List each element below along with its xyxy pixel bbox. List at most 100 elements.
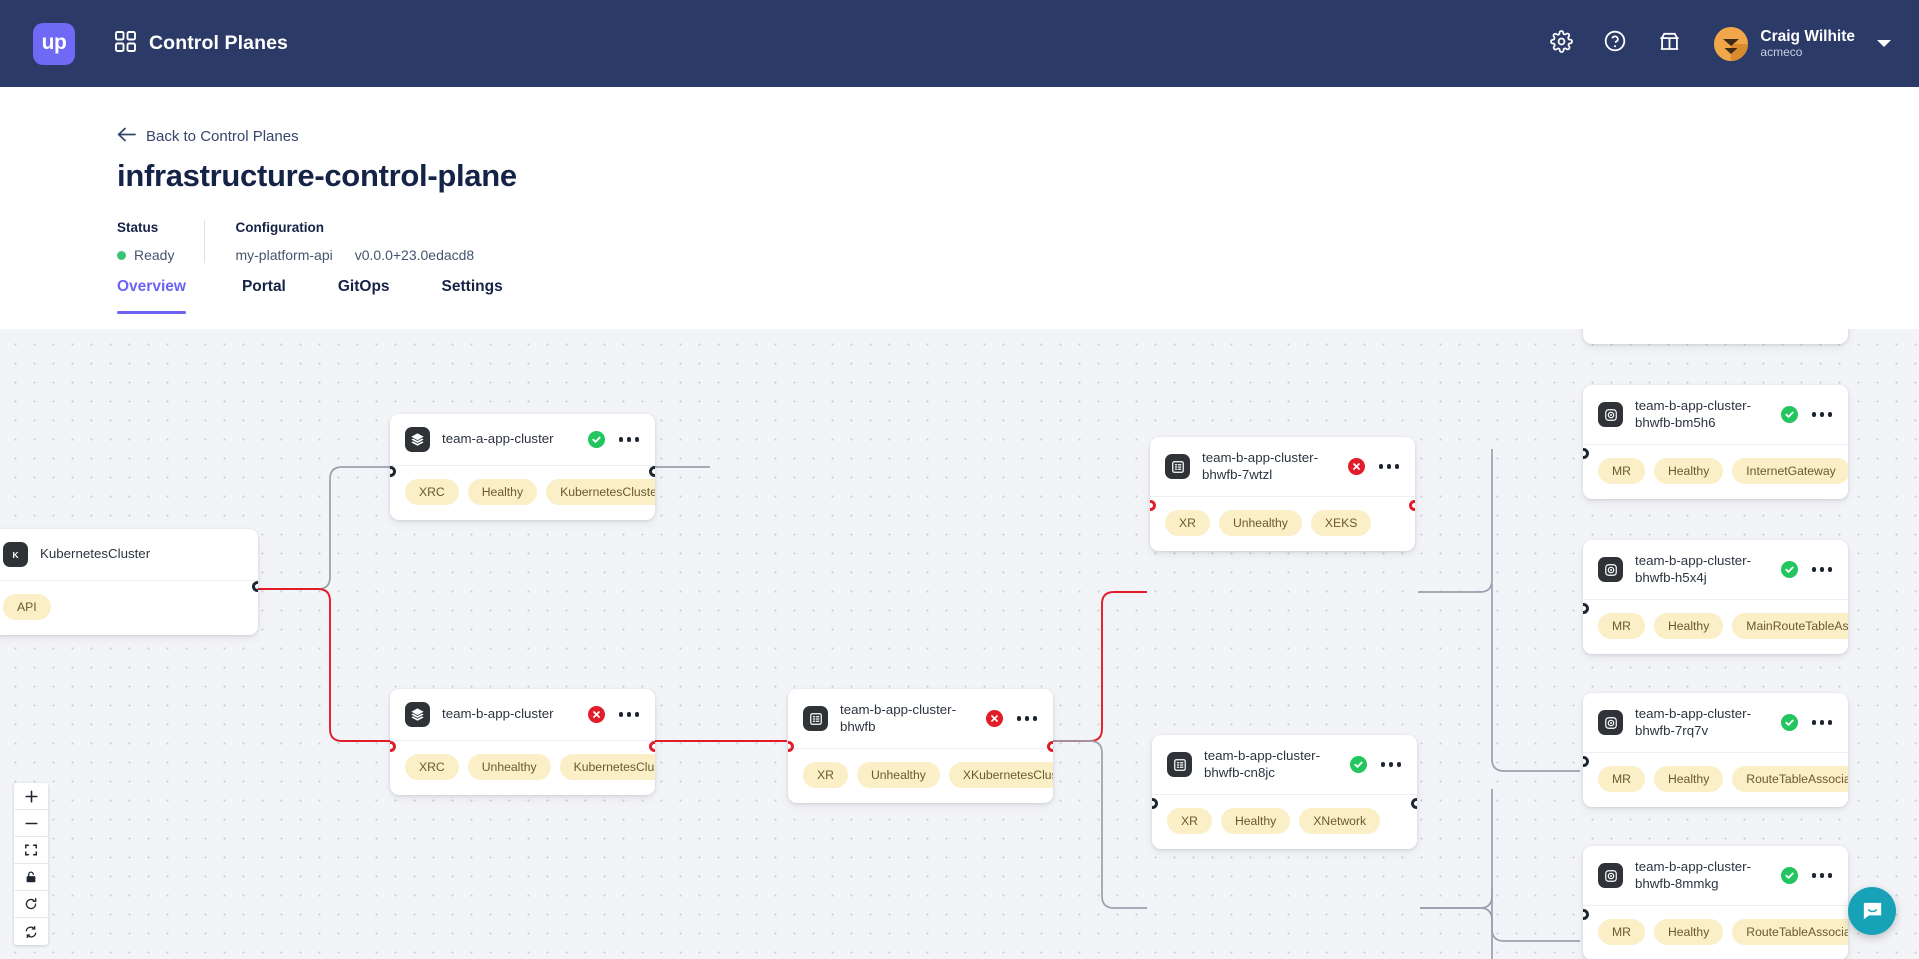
node-menu-button[interactable] (1811, 720, 1832, 725)
gear-icon[interactable] (1550, 29, 1574, 58)
node-chips: XR Unhealthy XKubernetesCluster (788, 749, 1053, 803)
node-chip: KubernetesCluster (559, 754, 655, 780)
node-chip: XRC (405, 754, 459, 780)
node-menu-button[interactable] (1016, 716, 1037, 721)
node-header: K KubernetesCluster (0, 529, 258, 581)
graph-node-team-b-app-cluster-bhwfb[interactable]: team-b-app-cluster-bhwfb XR Unhealthy XK… (788, 689, 1053, 804)
node-handle-right[interactable] (252, 581, 258, 592)
status-label: Status (117, 220, 159, 235)
graph-node-team-b-app-cluster-bhwfb-bm5h6[interactable]: team-b-app-cluster-bhwfb-bm5h6 MR Health… (1583, 385, 1848, 500)
top-navigation-bar: up Control Planes (0, 0, 1919, 87)
node-title: team-b-app-cluster-bhwfb-h5x4j (1635, 553, 1752, 585)
node-handle-left[interactable] (1583, 756, 1589, 767)
nav-control-planes[interactable]: Control Planes (115, 30, 289, 57)
node-menu-button[interactable] (1380, 762, 1401, 767)
node-menu-button[interactable] (1811, 567, 1832, 572)
node-menu-button[interactable] (1811, 873, 1832, 878)
status-error-icon (985, 710, 1003, 728)
node-handle-left[interactable] (1152, 798, 1158, 809)
managed-resource-icon (1598, 402, 1623, 428)
nav-title: Control Planes (149, 32, 289, 54)
node-handle-right[interactable] (1411, 798, 1417, 809)
node-handle-right[interactable] (1409, 500, 1415, 511)
node-handle-left[interactable] (1583, 603, 1589, 614)
graph-node-team-b-app-cluster-bhwfb-8mmkg[interactable]: team-b-app-cluster-bhwfb-8mmkg MR Health… (1583, 846, 1848, 959)
node-header: team-b-app-cluster-bhwfb-cn8jc (1152, 735, 1417, 796)
node-handle-right[interactable] (649, 741, 655, 752)
node-menu-button[interactable] (618, 712, 639, 717)
upbound-logo[interactable]: up (33, 22, 75, 65)
svg-text:K: K (12, 550, 18, 560)
status-ok-icon (1349, 756, 1367, 774)
node-handle-left[interactable] (390, 466, 396, 477)
node-chips: XRC Healthy KubernetesCluster (390, 466, 655, 520)
node-chip: Unhealthy (856, 762, 940, 789)
refresh-button[interactable] (14, 891, 48, 918)
chat-launcher-button[interactable] (1848, 887, 1896, 935)
graph-node-partial-top[interactable] (1583, 329, 1848, 344)
user-menu[interactable]: Craig Wilhite acmeco (1714, 26, 1891, 61)
node-header: team-b-app-cluster (390, 689, 655, 741)
node-menu-button[interactable] (1811, 412, 1832, 417)
node-menu-button[interactable] (618, 437, 639, 442)
status-block: Status Ready (117, 220, 204, 263)
tab-settings[interactable]: Settings (441, 278, 503, 295)
graph-node-kubernetescluster[interactable]: K KubernetesCluster API (0, 529, 258, 635)
grid-icon (115, 30, 136, 57)
graph-node-team-b-app-cluster-bhwfb-7wtzl[interactable]: team-b-app-cluster-bhwfb-7wtzl XR Unheal… (1150, 437, 1415, 552)
status-ok-icon (1780, 714, 1798, 732)
brand-logo-text: up (41, 30, 67, 54)
node-chip: Healthy (1653, 766, 1724, 793)
graph-node-team-a-app-cluster[interactable]: team-a-app-cluster XRC Healthy Kubernete… (390, 414, 655, 520)
node-handle-right[interactable] (1047, 741, 1053, 752)
tab-overview[interactable]: Overview (117, 278, 216, 314)
node-title: team-a-app-cluster (442, 431, 554, 447)
help-circle-icon[interactable] (1603, 29, 1627, 58)
node-handle-left[interactable] (1583, 909, 1589, 920)
node-chip: MR (1598, 613, 1645, 640)
graph-node-team-b-app-cluster-bhwfb-7rq7v[interactable]: team-b-app-cluster-bhwfb-7rq7v MR Health… (1583, 693, 1848, 808)
tab-portal[interactable]: Portal (241, 278, 286, 295)
composite-icon (803, 706, 828, 732)
node-handle-left[interactable] (1583, 448, 1589, 459)
status-ok-icon (1780, 406, 1798, 424)
sync-button[interactable] (14, 918, 48, 945)
back-to-control-planes-link[interactable]: Back to Control Planes (117, 127, 299, 146)
marketplace-icon[interactable] (1657, 29, 1682, 59)
node-handle-left[interactable] (1150, 500, 1156, 511)
node-chips: MR Healthy RouteTableAssociation (1583, 906, 1848, 959)
status-ok-icon (587, 431, 605, 448)
graph-node-team-b-app-cluster-bhwfb-cn8jc[interactable]: team-b-app-cluster-bhwfb-cn8jc XR Health… (1152, 735, 1417, 850)
resource-graph-canvas[interactable]: K KubernetesCluster API team-a-app-clust… (0, 329, 1919, 959)
graph-node-team-b-app-cluster[interactable]: team-b-app-cluster XRC Unhealthy Kuberne… (390, 689, 655, 795)
node-chip: Healthy (1653, 919, 1724, 946)
configuration-version: v0.0.0+23.0edacd8 (354, 247, 475, 263)
composite-icon (1167, 752, 1192, 778)
node-title: team-b-app-cluster-bhwfb-cn8jc (1204, 748, 1321, 780)
graph-node-team-b-app-cluster-bhwfb-h5x4j[interactable]: team-b-app-cluster-bhwfb-h5x4j MR Health… (1583, 540, 1848, 655)
lock-button[interactable] (14, 864, 48, 891)
stack-icon (405, 702, 430, 727)
node-title: team-b-app-cluster-bhwfb-7wtzl (1202, 450, 1319, 482)
node-chip: Healthy (467, 479, 538, 505)
node-menu-button[interactable] (1378, 464, 1399, 469)
zoom-in-button[interactable] (14, 783, 48, 810)
node-handle-left[interactable] (788, 741, 794, 752)
node-chip: Healthy (1653, 613, 1724, 640)
managed-resource-icon (1598, 863, 1623, 889)
chevron-down-icon[interactable] (1877, 40, 1891, 47)
node-chips: XR Unhealthy XEKS (1150, 497, 1415, 551)
node-chip: MR (1598, 766, 1645, 793)
node-title: team-b-app-cluster-bhwfb (840, 702, 957, 734)
zoom-out-button[interactable] (14, 810, 48, 837)
node-handle-left[interactable] (390, 741, 396, 752)
stack-icon (405, 427, 430, 452)
node-header: team-b-app-cluster-bhwfb-h5x4j (1583, 540, 1848, 601)
node-chip: Healthy (1220, 808, 1291, 835)
node-header: team-b-app-cluster-bhwfb (788, 689, 1053, 750)
user-org: acmeco (1760, 44, 1803, 59)
node-handle-right[interactable] (649, 466, 655, 477)
tab-gitops[interactable]: GitOps (337, 278, 390, 295)
node-title: team-b-app-cluster-bhwfb-bm5h6 (1635, 398, 1752, 430)
fit-view-button[interactable] (14, 837, 48, 864)
